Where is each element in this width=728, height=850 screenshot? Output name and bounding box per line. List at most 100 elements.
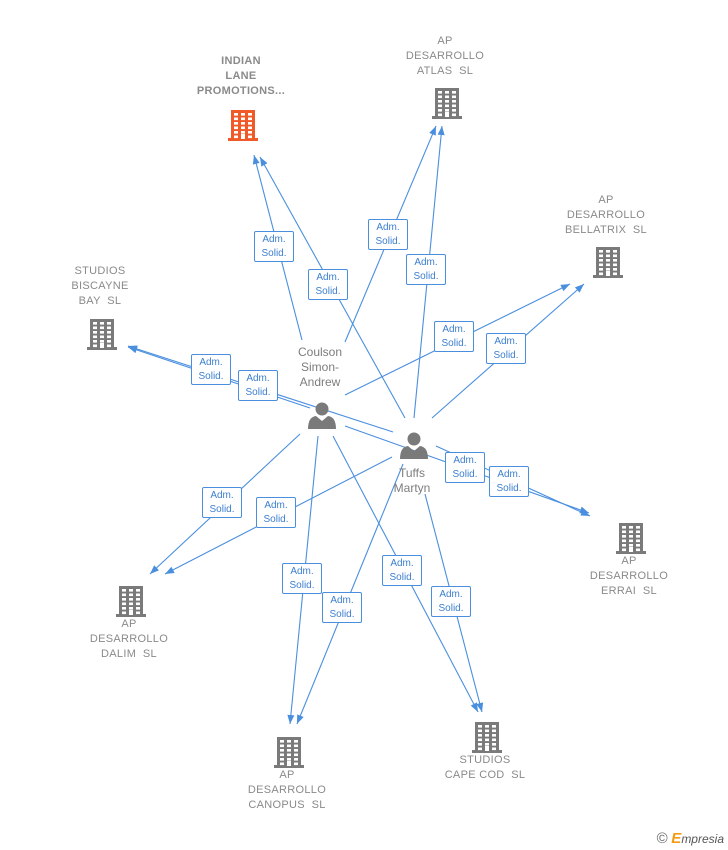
edge-label-line: Solid. xyxy=(493,350,519,361)
arrow-head-icon xyxy=(260,157,268,167)
edge-label-line: Solid. xyxy=(438,603,464,614)
edge-label-line: Adm. xyxy=(210,490,234,501)
edge-label: Adm. Solid. xyxy=(489,466,529,497)
edge-label-line: Solid. xyxy=(329,609,355,620)
person-label-line: Simon- xyxy=(300,360,339,374)
building-icon xyxy=(593,247,623,278)
brand-name: mpresia xyxy=(681,832,724,846)
copyright-symbol: © xyxy=(656,830,668,847)
company-label-line: DESARROLLO xyxy=(247,784,327,796)
building-icon xyxy=(228,110,258,141)
edge-label: Adm. Solid. xyxy=(486,333,526,364)
edge-label-line: Adm. xyxy=(414,257,438,268)
arrow-head-icon xyxy=(579,506,589,514)
edge-label-line: Solid. xyxy=(263,514,289,525)
edge-label-line: Solid. xyxy=(315,286,341,297)
edge-label-line: Solid. xyxy=(496,483,522,494)
company-label-canopus[interactable]: AP DESARROLLO CANOPUS SL xyxy=(217,768,357,813)
edge-label: Adm. Solid. xyxy=(431,586,471,617)
edge-label-line: Adm. xyxy=(290,566,314,577)
company-label-line: DESARROLLO xyxy=(589,570,669,582)
arrow-head-icon xyxy=(429,126,436,136)
company-label-line: BISCAYNE xyxy=(71,280,129,292)
footer-brand: © Empresia xyxy=(657,830,724,847)
edge-label-line: Adm. xyxy=(494,336,518,347)
building-icon xyxy=(616,523,646,554)
person-icon xyxy=(308,402,336,429)
company-label-line: AP xyxy=(121,618,137,630)
edge-label-line: Adm. xyxy=(439,589,463,600)
arrow-head-icon xyxy=(287,714,295,724)
edge-label-line: Adm. xyxy=(497,469,521,480)
company-label-capecod[interactable]: STUDIOS CAPE COD SL xyxy=(415,753,555,783)
arrow-head-icon xyxy=(165,566,175,574)
edge-label-line: Solid. xyxy=(389,572,415,583)
arrow-head-icon xyxy=(574,284,584,293)
edge-label: Adm. Solid. xyxy=(202,487,242,518)
edge-label-line: Solid. xyxy=(375,236,401,247)
edge-label-line: Solid. xyxy=(441,338,467,349)
company-label-line: INDIAN xyxy=(221,55,261,67)
edge-label-line: Solid. xyxy=(209,504,235,515)
arrow-head-icon xyxy=(560,284,570,292)
company-label-line: STUDIOS xyxy=(459,754,511,766)
edge-label-line: Solid. xyxy=(413,271,439,282)
edge-label-line: Adm. xyxy=(390,558,414,569)
arrow-head-icon xyxy=(476,702,484,712)
arrow-head-icon xyxy=(128,346,138,354)
person-label-line: Tuffs xyxy=(398,466,425,480)
edge-label: Adm. Solid. xyxy=(322,592,362,623)
edge-label: Adm.Solid. xyxy=(282,563,322,594)
person-label-line: Coulson xyxy=(297,345,343,359)
edge-label-line: Adm. xyxy=(246,373,270,384)
company-label-line: DESARROLLO xyxy=(405,50,485,62)
person-icon xyxy=(400,432,428,459)
arrow-head-icon xyxy=(470,702,478,712)
edge-label: Adm.Solid. xyxy=(308,269,348,300)
arrow-head-icon xyxy=(437,126,445,136)
company-label-line: AP xyxy=(279,769,295,781)
edge-label: Adm. Solid. xyxy=(382,555,422,586)
edge-label-line: Adm. xyxy=(330,595,354,606)
company-label-line: CAPE COD SL xyxy=(444,769,526,781)
person-label-line: Martyn xyxy=(393,481,431,495)
edge-label-line: Adm. xyxy=(453,455,477,466)
building-icon xyxy=(472,722,502,753)
edge-label-line: Adm. xyxy=(442,324,466,335)
arrow-head-icon xyxy=(580,509,590,516)
building-icon xyxy=(432,88,462,119)
edge-label: Adm.Solid. xyxy=(191,354,231,385)
building-icon xyxy=(116,586,146,617)
brand-initial: E xyxy=(671,830,682,847)
company-label-line: DALIM SL xyxy=(101,648,157,660)
company-label-line: STUDIOS xyxy=(74,265,126,277)
company-label-line: AP xyxy=(437,35,453,47)
arrow-head-icon xyxy=(297,714,304,724)
edge-label-line: Adm. xyxy=(262,234,286,245)
company-label-atlas[interactable]: AP DESARROLLO ATLAS SL xyxy=(375,34,515,79)
company-label-line: BELLATRIX SL xyxy=(565,224,647,236)
company-label-line: CANOPUS SL xyxy=(248,799,326,811)
building-icon xyxy=(274,737,304,768)
edge-label: Adm. Solid. xyxy=(445,452,485,483)
company-label-line: AP xyxy=(621,555,637,567)
edge-label: Adm. Solid. xyxy=(434,321,474,352)
edge-label-line: Solid. xyxy=(452,469,478,480)
edge-label-line: Adm. xyxy=(264,500,288,511)
company-label-line: ATLAS SL xyxy=(416,65,474,77)
building-icon xyxy=(87,319,117,350)
arrow-head-icon xyxy=(150,565,159,574)
edge-label-line: Adm. xyxy=(199,357,223,368)
edge-label-line: Adm. xyxy=(376,222,400,233)
company-label-biscayne[interactable]: STUDIOS BISCAYNE BAY SL xyxy=(30,264,170,309)
edge-label-line: Solid. xyxy=(245,387,271,398)
company-label-line: BAY SL xyxy=(78,295,122,307)
person-label-line: Andrew xyxy=(299,375,341,389)
